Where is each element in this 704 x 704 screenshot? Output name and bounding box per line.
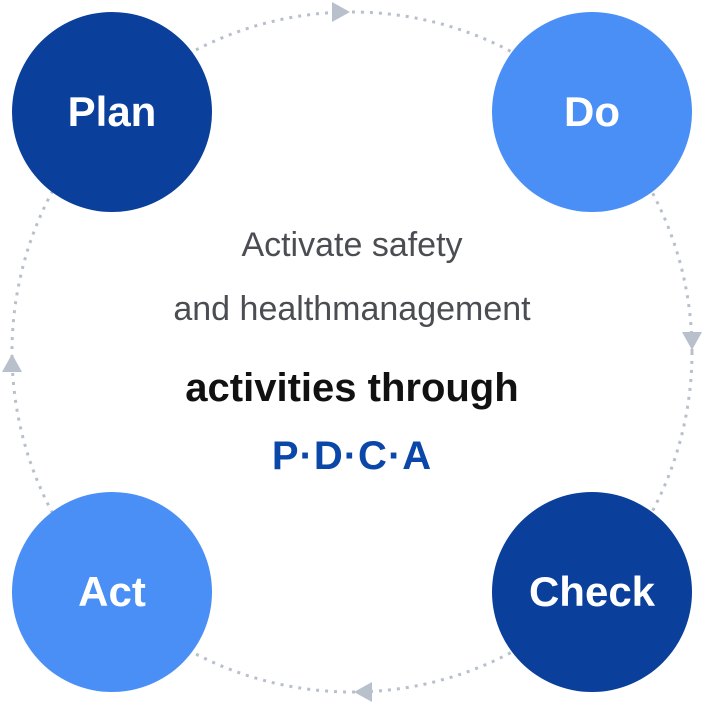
pdca-title: P·D·C·A bbox=[271, 434, 433, 478]
check-label: Check bbox=[528, 568, 656, 615]
do-node: Do bbox=[492, 12, 692, 212]
cycle-dotted-circle bbox=[10, 10, 694, 694]
arrow-up-icon bbox=[2, 354, 22, 372]
center-text-line2: and healthmanagement bbox=[173, 290, 531, 328]
center-text-line1: Activate safety bbox=[241, 226, 463, 264]
plan-label: Plan bbox=[67, 88, 157, 135]
act-node: Act bbox=[12, 492, 212, 692]
arrow-left-icon bbox=[354, 682, 372, 702]
check-node: Check bbox=[492, 492, 692, 692]
arrow-right-icon bbox=[332, 2, 350, 22]
plan-node: Plan bbox=[12, 12, 212, 212]
act-label: Act bbox=[78, 568, 146, 615]
arrow-down-icon bbox=[682, 332, 702, 350]
center-text-line3: activities through bbox=[185, 366, 519, 410]
do-label: Do bbox=[564, 88, 620, 135]
